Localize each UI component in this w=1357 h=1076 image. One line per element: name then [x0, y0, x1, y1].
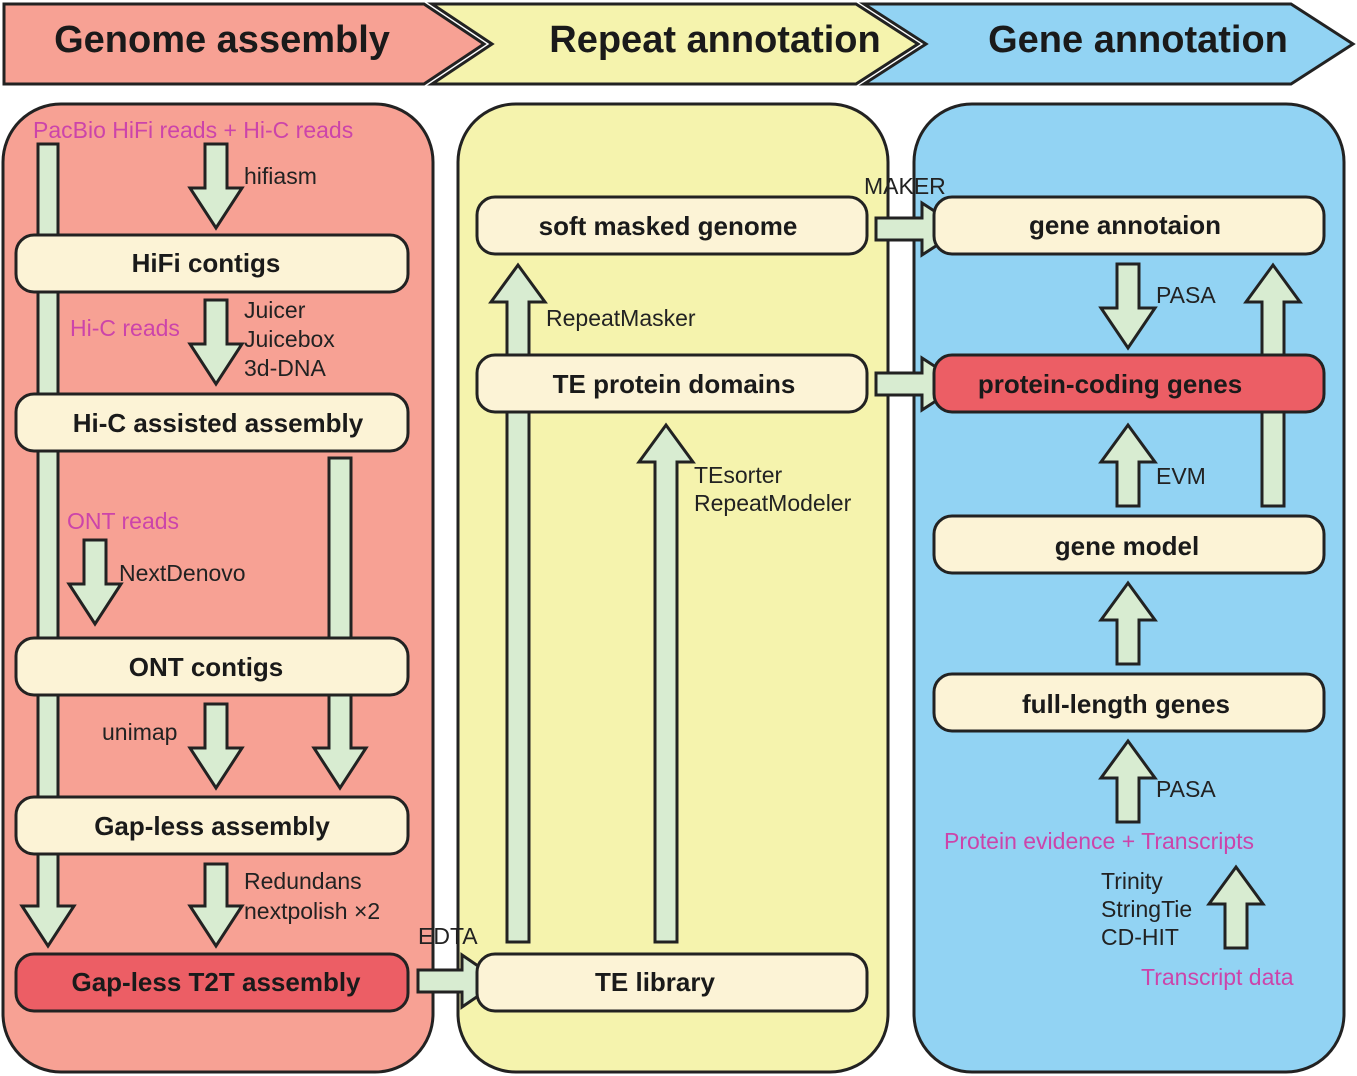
label-hic-assembly: Hi-C assisted assembly — [73, 408, 364, 438]
arrow-hifiasm — [187, 142, 245, 231]
tool-evm: EVM — [1156, 463, 1206, 489]
tool-edta: EDTA — [418, 923, 478, 949]
arrow-nextdenovo — [66, 538, 124, 627]
input-protein-evidence: Protein evidence + Transcripts — [944, 828, 1254, 854]
arrow-juicer — [187, 298, 245, 387]
tool-repeatmodeler: RepeatModeler — [694, 490, 852, 516]
label-hifi-contigs: HiFi contigs — [132, 248, 281, 278]
tool-trinity: Trinity — [1101, 868, 1163, 894]
tool-hifiasm: hifiasm — [244, 163, 317, 189]
box-soft-masked-genome — [475, 195, 869, 256]
label-gapless-assembly: Gap-less assembly — [94, 811, 330, 841]
header-title-gene: Gene annotation — [988, 19, 1288, 61]
label-gene-model: gene model — [1055, 531, 1199, 561]
header-title-repeat: Repeat annotation — [549, 19, 880, 61]
input-hifi-hic-reads: PacBio HiFi reads + Hi-C reads — [33, 117, 353, 143]
tool-pasa-top: PASA — [1156, 282, 1216, 308]
box-ont-contigs — [14, 636, 410, 697]
label-te-library: TE library — [595, 967, 715, 997]
arrow-tesorter — [636, 422, 696, 944]
box-te-library — [475, 952, 869, 1013]
input-ont-reads: ONT reads — [67, 508, 179, 534]
header-chevron-gene — [858, 2, 1356, 86]
arrow-pasa-top — [1098, 262, 1158, 351]
input-hic-reads: Hi-C reads — [70, 315, 180, 341]
arrow-unimap — [187, 702, 245, 791]
input-transcript-data: Transcript data — [1141, 964, 1294, 990]
label-gene-annotation: gene annotaion — [1029, 210, 1221, 240]
header-bar: Genome assembly Repeat annotation Gene a… — [2, 2, 1356, 86]
box-t2t-assembly — [14, 952, 410, 1013]
label-full-length-genes: full-length genes — [1022, 689, 1230, 719]
tool-redundans: Redundans — [244, 868, 362, 894]
arrow-evm — [1098, 422, 1158, 508]
tool-nextpolish: nextpolish ×2 — [244, 898, 380, 924]
label-ont-contigs: ONT contigs — [129, 652, 284, 682]
arrow-repeatmasker — [488, 262, 548, 944]
tool-juicer: Juicer — [244, 297, 306, 323]
tool-stringtie: StringTie — [1101, 896, 1192, 922]
tool-nextdenovo: NextDenovo — [119, 560, 246, 586]
arrow-right-long — [311, 456, 369, 791]
arrow-trinity — [1206, 864, 1266, 950]
box-gene-model — [932, 514, 1326, 575]
box-protein-coding-genes — [932, 353, 1326, 414]
tool-juicebox: Juicebox — [244, 326, 335, 352]
box-gene-annotation — [932, 195, 1326, 256]
box-full-length-genes — [932, 672, 1326, 733]
arrow-redundans — [187, 862, 245, 949]
header-chevron-repeat — [427, 2, 921, 86]
label-soft-masked-genome: soft masked genome — [539, 211, 798, 241]
tool-pasa-bottom: PASA — [1156, 776, 1216, 802]
arrow-full-length-to-model — [1098, 580, 1158, 666]
label-t2t-assembly: Gap-less T2T assembly — [71, 967, 361, 997]
header-title-assembly: Genome assembly — [54, 19, 390, 61]
header-chevron-assembly — [2, 2, 487, 86]
tool-maker: MAKER — [864, 173, 946, 199]
arrow-pasa-bottom — [1098, 738, 1158, 824]
tool-unimap: unimap — [102, 719, 177, 745]
box-hic-assembly — [14, 392, 410, 453]
tool-tesorter: TEsorter — [694, 462, 783, 488]
label-protein-coding-genes: protein-coding genes — [978, 369, 1242, 399]
box-te-protein-domains — [475, 353, 869, 414]
tool-cd-hit: CD-HIT — [1101, 924, 1179, 950]
box-gapless-assembly — [14, 795, 410, 856]
tool-3d-dna: 3d-DNA — [244, 355, 326, 381]
label-te-protein-domains: TE protein domains — [553, 369, 796, 399]
tool-repeatmasker: RepeatMasker — [546, 305, 696, 331]
box-hifi-contigs — [14, 233, 410, 294]
